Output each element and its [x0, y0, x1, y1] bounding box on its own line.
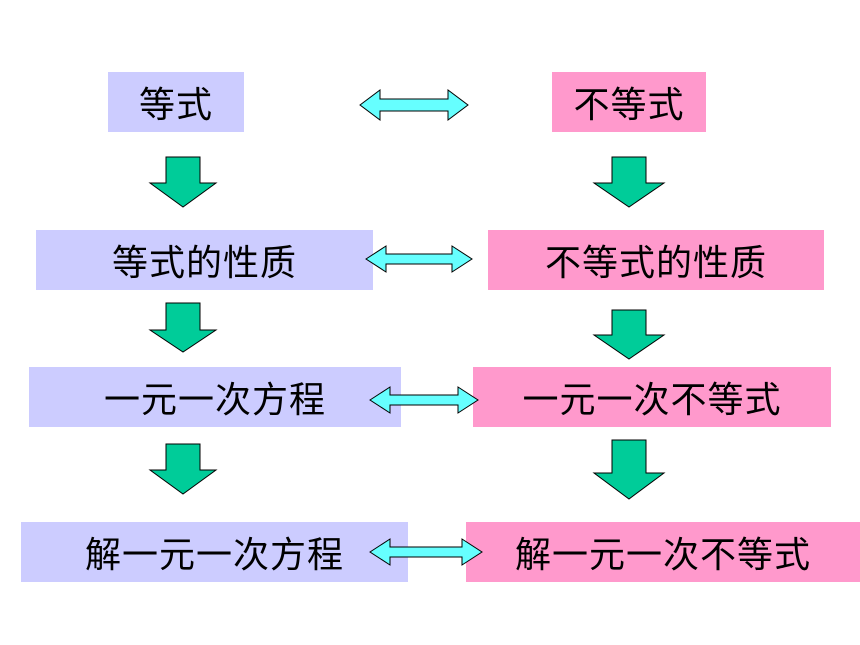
- box-solve-linear-equation: 解一元一次方程: [21, 522, 408, 582]
- double-arrow-icon: [369, 386, 479, 414]
- double-arrow-icon: [359, 89, 469, 121]
- double-arrow-icon: [369, 538, 483, 566]
- down-arrow-icon: [592, 156, 666, 208]
- down-arrow-icon: [148, 443, 218, 495]
- box-equation-properties: 等式的性质: [36, 230, 373, 290]
- down-arrow-icon: [148, 156, 218, 208]
- box-solve-linear-inequality: 解一元一次不等式: [466, 522, 860, 582]
- down-arrow-icon: [592, 309, 666, 360]
- down-arrow-icon: [148, 302, 218, 353]
- down-arrow-icon: [592, 439, 666, 500]
- box-inequality-properties: 不等式的性质: [488, 230, 824, 290]
- double-arrow-icon: [365, 245, 473, 273]
- box-linear-inequality: 一元一次不等式: [473, 367, 831, 427]
- box-inequality: 不等式: [552, 72, 706, 132]
- box-equation: 等式: [108, 72, 244, 132]
- box-linear-equation: 一元一次方程: [29, 367, 401, 427]
